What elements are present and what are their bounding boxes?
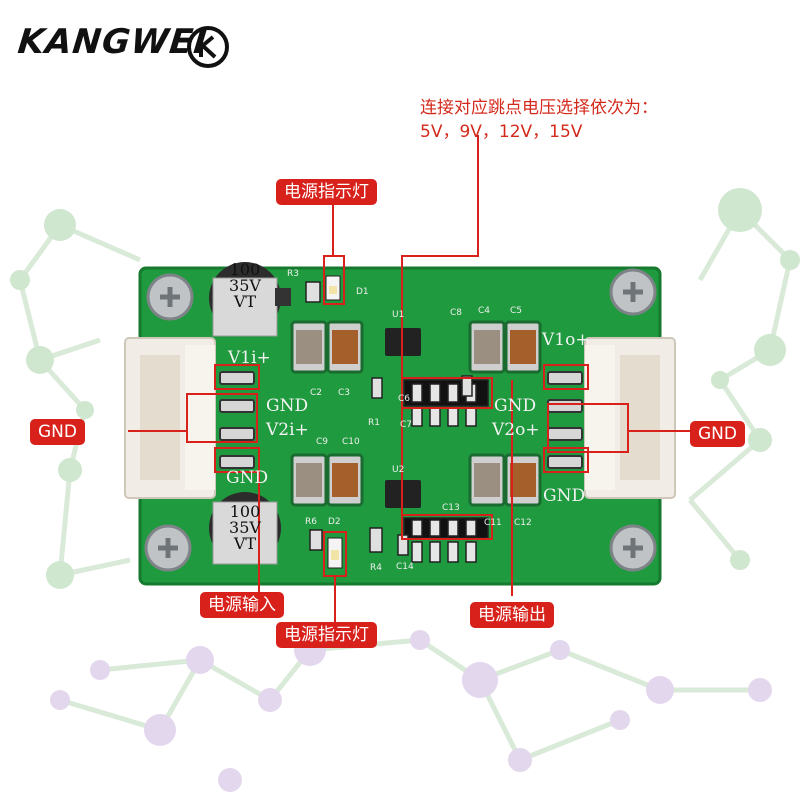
silk-u2: U2 [392,465,405,475]
silk-r1: R1 [368,418,380,428]
callout-lines [128,135,690,622]
silk-c10: C10 [342,437,360,447]
silk-u1: U1 [392,310,405,320]
input-connector [124,337,216,499]
connector-pins [219,371,583,469]
screw [144,268,657,572]
silk-c3: C3 [338,388,351,398]
silk-r3: R3 [287,269,299,279]
silk-c6: C6 [398,394,411,404]
callout-gnd-left: GND [30,419,85,445]
silk-c8: C8 [450,308,463,318]
electrolytic-capacitor-top [209,262,291,337]
silk-gnd-2: GND [226,468,269,488]
callout-gnd-right: GND [690,421,745,447]
callout-power-output: 电源输出 [470,602,554,628]
silk-c4: C4 [478,306,491,316]
background-nodes [10,188,800,589]
silk-r6: R6 [305,517,317,527]
silk-gnd-4: GND [543,486,586,506]
brand-logo: KANGWEI [15,22,210,62]
electrolytic-capacitor-bottom [209,492,281,565]
silk-c2: C2 [310,388,323,398]
silk-d1: D1 [356,287,369,297]
brand-badge-icon [187,26,229,68]
silk-c7: C7 [400,420,413,430]
callout-power-led-top: 电源指示灯 [276,179,377,205]
background-network [17,208,793,763]
silk-c5: C5 [510,306,523,316]
silk-v2o: V2o+ [492,420,540,440]
silk-c12: C12 [514,518,532,528]
smd-capacitors [290,320,542,507]
background-nodes-lower [50,630,772,792]
silk-v1o: V1o+ [542,330,590,350]
jumper-voltage-note: 连接对应跳点电压选择依次为： 5V，9V，12V，15V [420,98,658,142]
led-indicators [325,275,343,569]
silk-gnd-3: GND [494,396,537,416]
resistors [305,281,473,556]
output-connector [584,337,676,499]
silk-v1i: V1i+ [228,348,271,368]
silk-v2i: V2i+ [266,420,309,440]
silk-r4: R4 [370,563,382,573]
silk-gnd-1: GND [266,396,309,416]
silk-c11: C11 [484,518,502,528]
callout-power-led-bottom: 电源指示灯 [276,622,377,648]
silk-c9: C9 [316,437,329,447]
silk-c13: C13 [442,503,460,513]
silk-c14: C14 [396,562,414,572]
silk-d2: D2 [328,517,341,527]
callout-power-input: 电源输入 [200,592,284,618]
